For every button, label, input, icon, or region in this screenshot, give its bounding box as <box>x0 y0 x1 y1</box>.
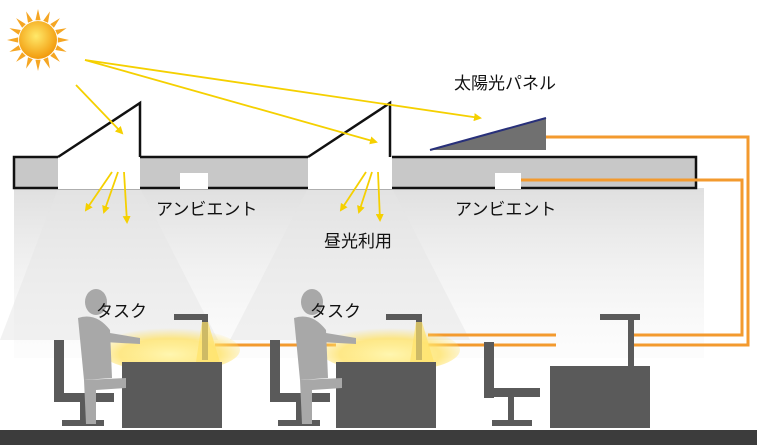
workstation-center <box>270 289 460 428</box>
sun-ray <box>50 52 60 62</box>
sun-ray <box>57 37 69 43</box>
sun-ray <box>35 9 41 21</box>
ambient-label-right: アンビエント <box>455 200 557 220</box>
sun-ray <box>43 57 50 69</box>
solar-panel <box>429 117 547 151</box>
sun-ray <box>43 11 50 23</box>
ceiling <box>12 155 698 190</box>
task-label-left: タスク <box>96 302 147 322</box>
sun-ray <box>9 28 21 35</box>
sun-ray <box>9 45 21 52</box>
sun-ray <box>55 45 67 52</box>
desk-left <box>122 362 222 428</box>
sun-ray <box>16 52 26 62</box>
sun-ray <box>7 37 19 43</box>
chair-right <box>484 342 494 398</box>
ambient-light-area <box>0 188 704 358</box>
chair-left <box>54 340 64 398</box>
solar-panel-label: 太陽光パネル <box>454 74 556 94</box>
workstation-left <box>54 289 240 428</box>
sun-ray <box>35 59 41 71</box>
daylight-rays <box>84 171 384 224</box>
sunlight-rays <box>75 59 482 145</box>
skylight-right <box>307 100 392 159</box>
ambient-label-left: アンビエント <box>156 200 258 220</box>
skylight-left <box>57 100 142 159</box>
person-center <box>294 289 356 424</box>
workstation-right <box>484 314 650 428</box>
sun-ray <box>16 18 26 28</box>
sun-ray <box>26 57 33 69</box>
desk-center <box>336 362 436 428</box>
person-left <box>78 289 140 424</box>
task-lamp-right <box>600 314 640 366</box>
ambient-fixture-left <box>180 173 208 189</box>
desk-right <box>550 366 650 428</box>
ambient-fixture-right <box>495 173 521 189</box>
daylight-use-label: 昼光利用 <box>324 232 392 252</box>
sun-ray <box>50 18 60 28</box>
sun-ray <box>26 11 33 23</box>
sun-ray <box>55 28 67 35</box>
sun-icon <box>7 9 69 71</box>
floor <box>0 430 757 445</box>
task-label-center: タスク <box>310 302 361 322</box>
chair-center <box>270 340 280 398</box>
